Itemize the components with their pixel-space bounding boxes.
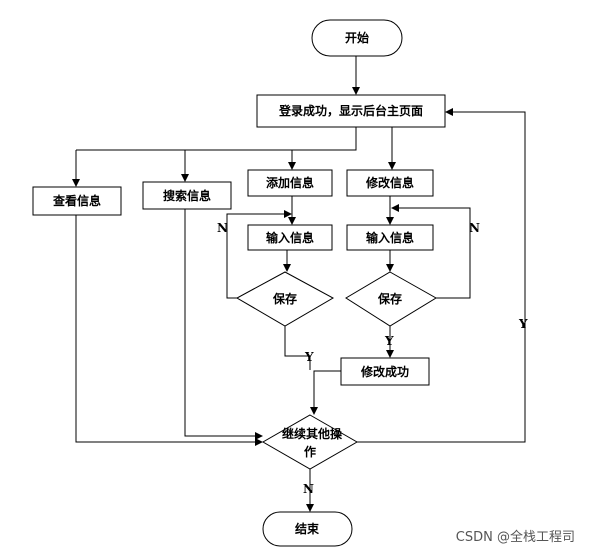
modify-ok-box (340, 357, 430, 386)
input-right-box (346, 224, 434, 251)
label-save-right-no: N (469, 221, 480, 235)
input-right-label: 输入信息 (366, 230, 414, 245)
home-label: 登录成功，显示后台主页面 (278, 103, 423, 118)
edge-continue-yes (357, 108, 526, 443)
continue-label-2: 作 (304, 444, 316, 459)
input-left-label: 输入信息 (266, 230, 314, 245)
continue-diamond (261, 414, 359, 470)
add-label: 添加信息 (266, 175, 314, 190)
home-box (256, 94, 446, 128)
start-terminal (311, 19, 403, 57)
label-save-right-yes: Y (384, 334, 394, 348)
label-save-left-no: N (217, 221, 228, 235)
edge-search-continue (184, 209, 263, 440)
watermark: CSDN @全栈工程司 (456, 529, 575, 545)
modify-label: 修改信息 (365, 175, 414, 190)
end-label: 结束 (295, 521, 320, 536)
label-save-left-yes: Y (304, 350, 314, 364)
edge-view-continue (75, 215, 263, 446)
save-right-label: 保存 (377, 291, 402, 306)
edge-home-bus (76, 127, 357, 151)
save-left-label: 保存 (272, 291, 297, 306)
modify-ok-label: 修改成功 (360, 364, 409, 379)
label-continue-yes: Y (518, 317, 528, 331)
start-label: 开始 (345, 30, 369, 45)
input-left-box (247, 224, 333, 251)
edge-savel-yes (284, 326, 311, 370)
search-label: 搜索信息 (163, 188, 211, 203)
view-box (32, 186, 122, 216)
edge-modok-continue (310, 370, 341, 415)
edge-savel-no (226, 210, 292, 299)
search-box (142, 181, 232, 210)
add-box (247, 169, 333, 197)
label-continue-no: N (303, 482, 314, 496)
end-terminal (262, 511, 353, 547)
connectors (72, 56, 526, 512)
view-label: 查看信息 (52, 193, 101, 208)
edge-saver-no (391, 204, 471, 299)
continue-label-1: 继续其他操 (282, 426, 343, 441)
